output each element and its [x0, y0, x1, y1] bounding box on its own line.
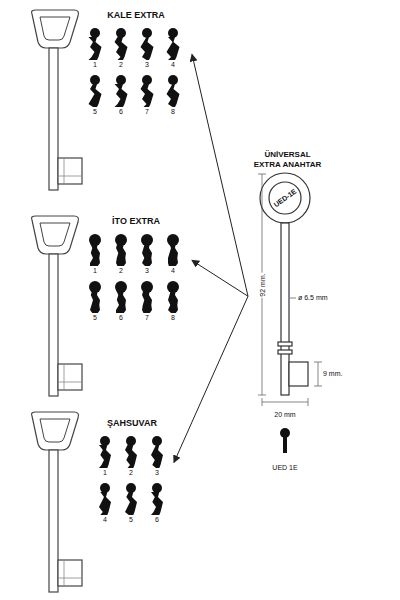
- profile-number: 4: [171, 267, 175, 275]
- profile-number: 1: [93, 61, 97, 69]
- arrow-connector: [174, 296, 248, 462]
- keyhole-profile: [97, 435, 113, 469]
- key-profile-group: İTO EXTRA 1 2 3 4 5 6 7 8: [82, 216, 190, 327]
- arrow-connector: [192, 260, 248, 296]
- profile-number: 4: [103, 516, 107, 524]
- keyhole-profile: [113, 74, 129, 108]
- profile-cell: 6: [108, 280, 134, 322]
- key-profile-group: ŞAHSUVAR 1 2 3 4 5 6: [92, 418, 172, 529]
- keyhole-profile: [87, 280, 103, 314]
- keyhole-profile: [139, 27, 155, 61]
- arrow-connector: [192, 54, 248, 296]
- profile-cell: 4: [160, 27, 186, 69]
- profile-cell: 1: [82, 27, 108, 69]
- group-title: ÜNİVERSAL EXTRA ANAHTAR: [250, 150, 325, 170]
- profile-number: 6: [155, 516, 159, 524]
- keyhole-profile: [113, 280, 129, 314]
- profile-grid: 1 2 3 4 5 6 7 8: [82, 233, 186, 327]
- profile-number: 8: [171, 108, 175, 116]
- profile-number: 1: [93, 267, 97, 275]
- profile-grid: 1 2 3 4 5 6: [92, 435, 170, 529]
- profile-cell: 3: [144, 435, 170, 477]
- profile-number: 3: [145, 61, 149, 69]
- profile-number: 2: [119, 61, 123, 69]
- profile-cell: 4: [160, 233, 186, 275]
- keyhole-profile: [139, 280, 155, 314]
- profile-number: 5: [93, 108, 97, 116]
- profile-number: 1: [103, 469, 107, 477]
- profile-number: 2: [119, 267, 123, 275]
- keyhole-profile: [87, 233, 103, 267]
- group-title: KALE EXTRA: [82, 10, 190, 21]
- profile-cell: 2: [118, 435, 144, 477]
- profile-number: 6: [119, 108, 123, 116]
- keyhole-profile: [165, 27, 181, 61]
- group-title: ŞAHSUVAR: [92, 418, 172, 429]
- profile-cell: 7: [134, 280, 160, 322]
- profile-cell: 1: [92, 435, 118, 477]
- keyhole-profile: [165, 280, 181, 314]
- profile-cell: 2: [108, 27, 134, 69]
- group-title: İTO EXTRA: [82, 216, 190, 227]
- key-code: UED 1E: [271, 463, 298, 472]
- profile-number: 7: [145, 314, 149, 322]
- key-profile-group: KALE EXTRA 1 2 3 4 5 6 7 8: [82, 10, 190, 121]
- profile-cell: 5: [82, 74, 108, 116]
- keyhole-profile: [123, 482, 139, 516]
- keyhole-profile: [165, 74, 181, 108]
- profile-number: 3: [145, 267, 149, 275]
- profile-number: 4: [171, 61, 175, 69]
- profile-cell: 4: [92, 482, 118, 524]
- profile-cell: 5: [118, 482, 144, 524]
- dimension-label: 92 mm.: [258, 272, 267, 297]
- profile-cell: 7: [134, 74, 160, 116]
- profile-cell: 6: [144, 482, 170, 524]
- keyhole-profile: [123, 435, 139, 469]
- keyhole-profile: [165, 233, 181, 267]
- profile-cell: 2: [108, 233, 134, 275]
- profile-number: 5: [129, 516, 133, 524]
- profile-cell: 3: [134, 27, 160, 69]
- keyhole-profile: [139, 233, 155, 267]
- profile-cell: 5: [82, 280, 108, 322]
- profile-grid: 1 2 3 4 5 6 7 8: [82, 27, 186, 121]
- keyhole-profile: [149, 435, 165, 469]
- profile-cell: 6: [108, 74, 134, 116]
- dimension-label: 9 mm.: [322, 369, 343, 378]
- profile-number: 3: [155, 469, 159, 477]
- profile-number: 6: [119, 314, 123, 322]
- keyhole-profile: [87, 27, 103, 61]
- keyhole-profile: [97, 482, 113, 516]
- keyhole-profile: [87, 74, 103, 108]
- profile-cell: 8: [160, 280, 186, 322]
- keyhole-profile: [149, 482, 165, 516]
- dimension-label: 20 mm: [273, 410, 296, 419]
- profile-cell: 8: [160, 74, 186, 116]
- profile-number: 2: [129, 469, 133, 477]
- profile-cell: 1: [82, 233, 108, 275]
- keyhole-profile: [113, 27, 129, 61]
- profile-number: 5: [93, 314, 97, 322]
- keyhole-profile: [113, 233, 129, 267]
- keyhole-profile: [139, 74, 155, 108]
- profile-number: 7: [145, 108, 149, 116]
- profile-cell: 3: [134, 233, 160, 275]
- profile-number: 8: [171, 314, 175, 322]
- dimension-label: ø 6.5 mm: [297, 293, 329, 302]
